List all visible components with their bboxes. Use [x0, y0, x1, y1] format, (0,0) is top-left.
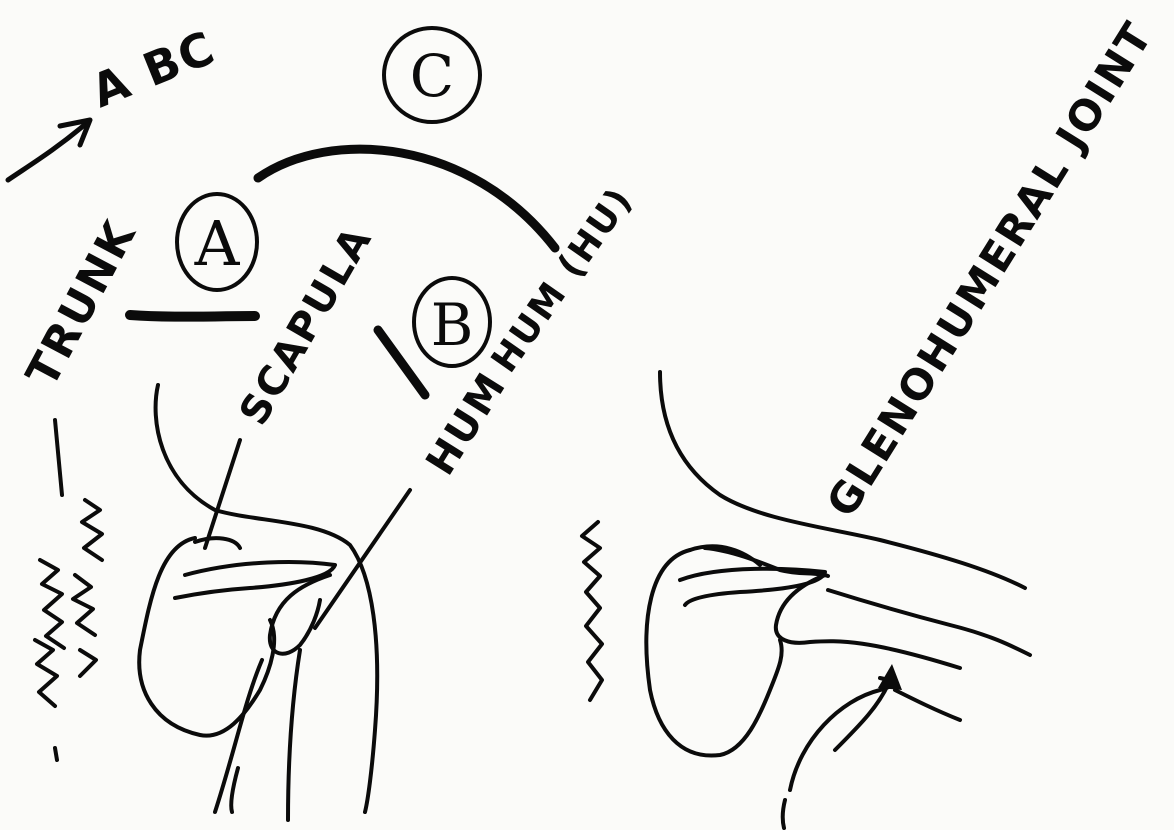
- glenohumeral-label: GLENOHUMERAL JOINT: [817, 13, 1162, 525]
- trunk-label: TRUNK: [17, 212, 147, 395]
- scapula-label: SCAPULA: [231, 218, 382, 433]
- left-shoulder-figure: [139, 385, 410, 820]
- circle-a: A: [177, 194, 257, 290]
- abc-arrow: [8, 120, 90, 180]
- mid-squiggle: [582, 522, 602, 700]
- right-shoulder-figure: [646, 372, 1030, 828]
- thorax-squiggles: [35, 500, 102, 760]
- circle-b-letter: B: [431, 291, 474, 359]
- humerus-upper-label: HUM (HU): [484, 180, 641, 380]
- trunk-scapula-bar: [130, 315, 255, 317]
- circle-b: B: [414, 278, 490, 366]
- circle-c-letter: C: [410, 42, 454, 110]
- humerus-lower-label: HUM: [417, 364, 515, 483]
- abc-label: A BC: [84, 20, 223, 118]
- circle-a-letter: A: [194, 207, 241, 280]
- arc-c: [258, 149, 555, 248]
- trunk-line: [55, 420, 62, 495]
- circle-c: C: [384, 28, 480, 122]
